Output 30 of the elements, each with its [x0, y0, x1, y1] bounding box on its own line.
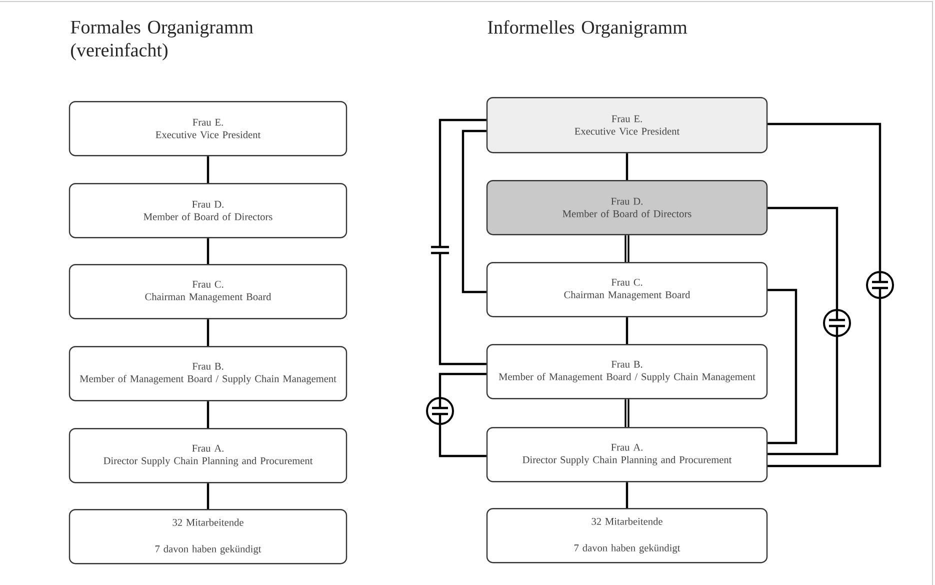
role-box: Frau D. Member of Board of Directors	[68, 183, 348, 238]
connector	[626, 317, 628, 344]
role-box: 32 Mitarbeitende 7 davon haben gekündigt	[486, 508, 768, 564]
connector	[426, 372, 486, 458]
connector	[206, 156, 210, 183]
connector	[462, 130, 486, 294]
connector	[624, 399, 630, 427]
role-box: 32 Mitarbeitende 7 davon haben gekündigt	[68, 509, 348, 564]
connector	[206, 401, 210, 428]
role-box: Frau E. Executive Vice President	[486, 97, 768, 154]
heading: Informelles Organigramm	[488, 20, 688, 38]
connector	[626, 482, 628, 508]
connector	[768, 122, 894, 468]
role-box: Frau B. Member of Management Board / Supply Chain Management	[68, 346, 348, 402]
role-box: Frau E. Executive Vice President	[68, 101, 348, 156]
role-box: Frau B. Member of Management Board / Supply Chain Management	[486, 344, 768, 400]
connector	[430, 118, 486, 366]
connector	[206, 319, 210, 346]
connector	[768, 288, 798, 444]
connector	[768, 206, 851, 456]
role-box: Frau D. Member of Board of Directors	[486, 180, 768, 236]
heading: Formales Organigramm (vereinfacht)	[70, 20, 254, 60]
connector	[626, 153, 628, 180]
role-box: Frau C. Chairman Management Board	[486, 262, 768, 318]
connector	[206, 238, 210, 264]
connector	[624, 235, 630, 262]
role-box: Frau C. Chairman Management Board	[68, 264, 348, 320]
role-box: Frau A. Director Supply Chain Planning and Procurement	[486, 427, 768, 482]
connector	[206, 483, 210, 509]
role-box: Frau A. Director Supply Chain Planning and Procurement	[68, 428, 348, 484]
